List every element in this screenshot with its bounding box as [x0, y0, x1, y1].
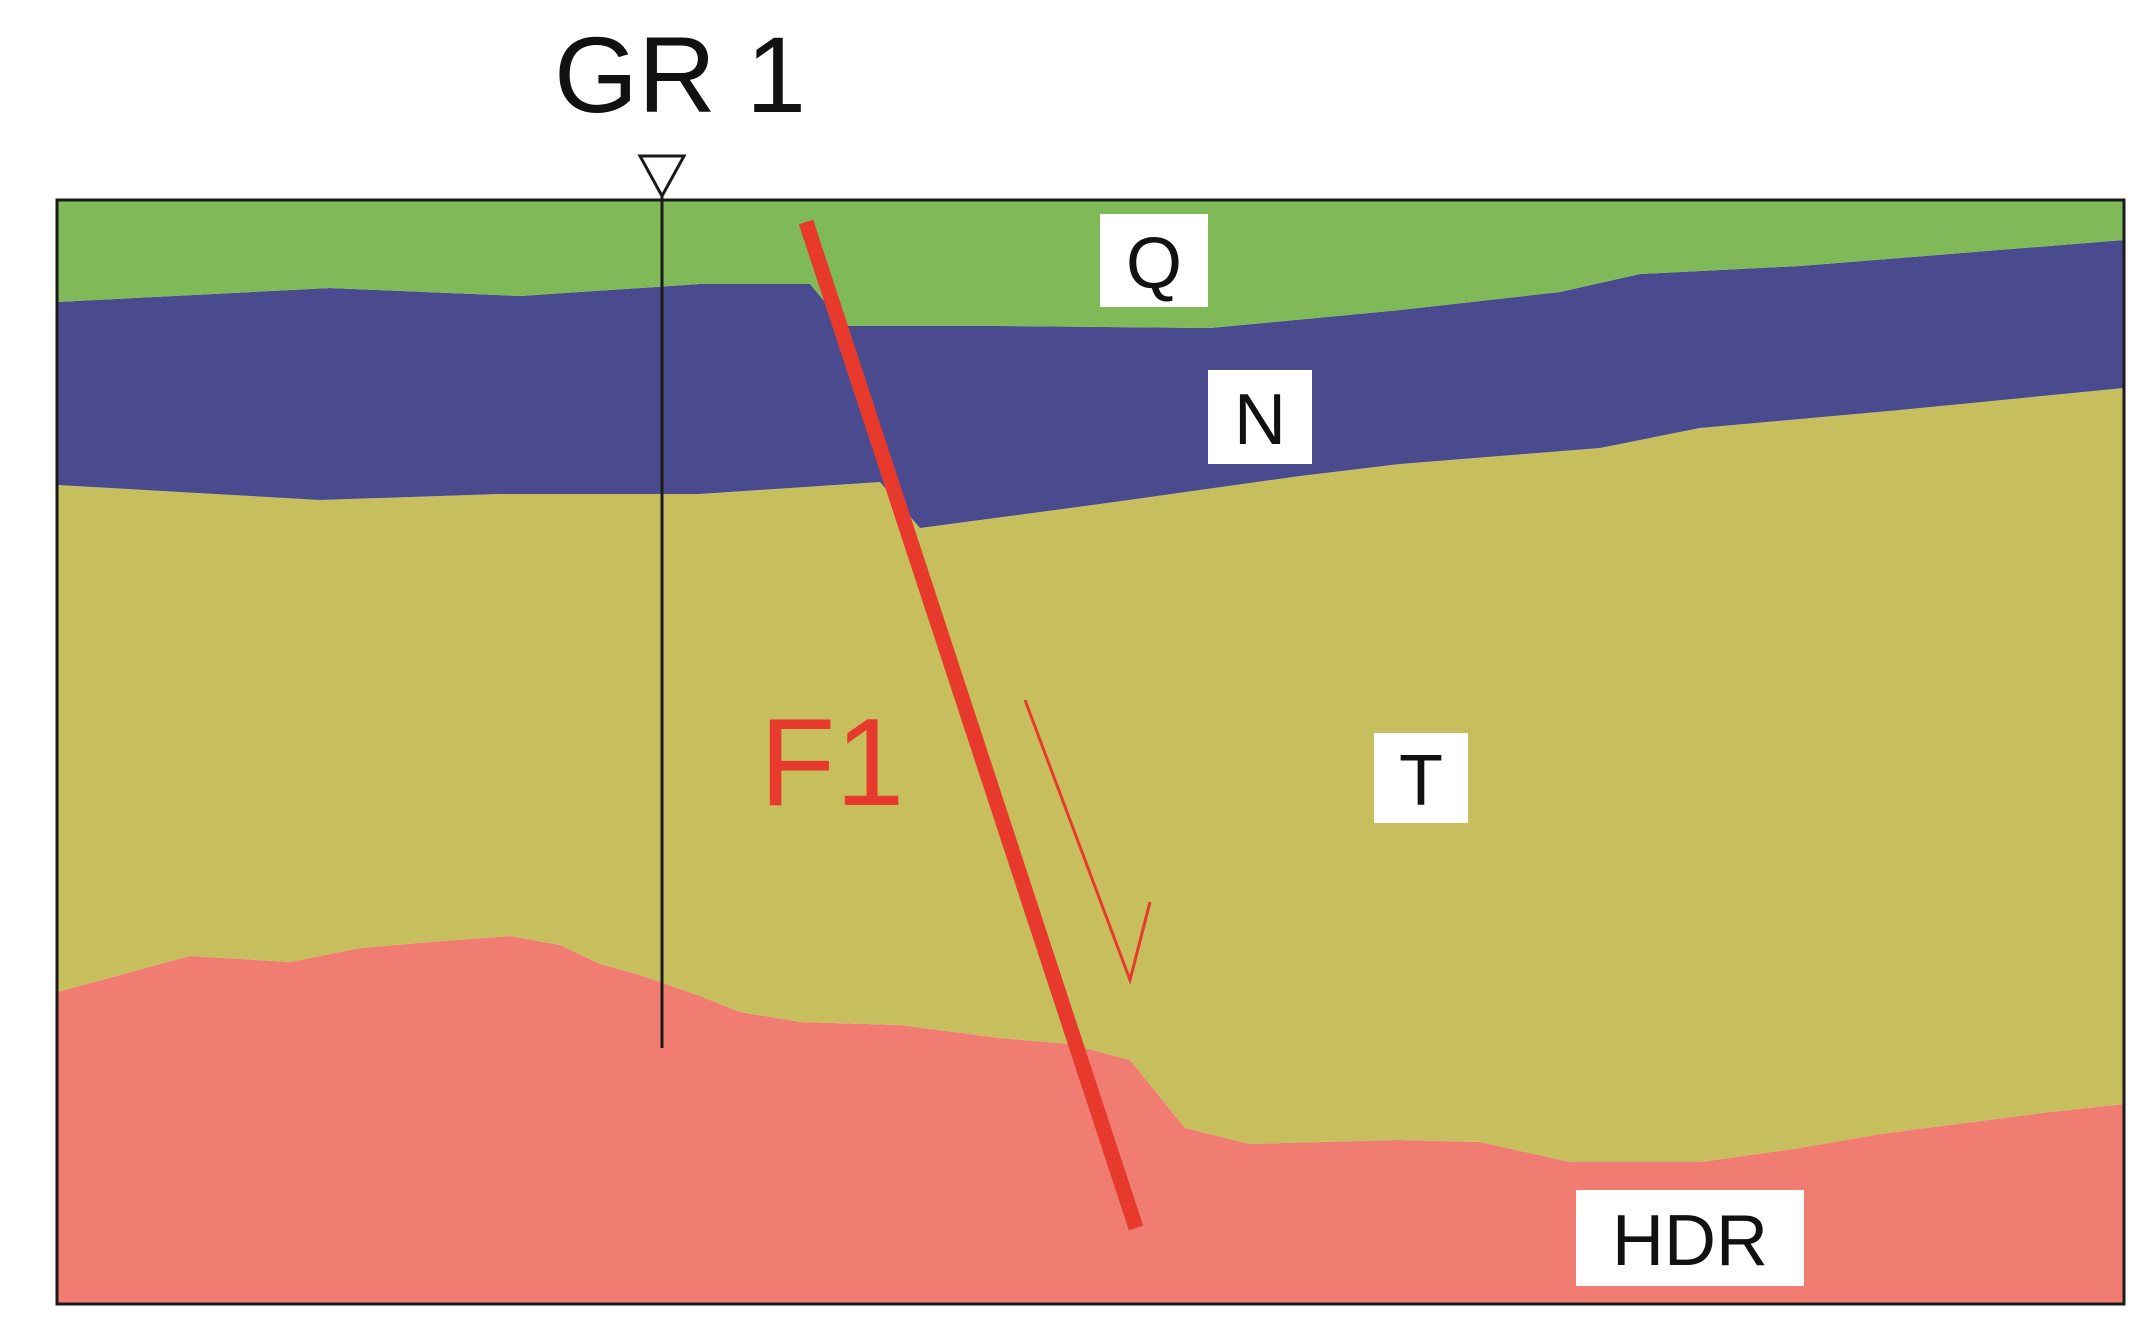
- label-box: [1208, 370, 1312, 464]
- layer-code: HDR: [1612, 1201, 1768, 1281]
- label-box: [1576, 1190, 1804, 1286]
- layer-code: N: [1234, 380, 1286, 460]
- well-head-triangle-icon: [637, 154, 687, 200]
- fault-movement-arrow-icon: [1023, 699, 1152, 985]
- layer-q: [57, 200, 2124, 328]
- section-frame: [55, 198, 2126, 1306]
- layer-t: [57, 388, 2124, 1162]
- layer-label-hdr: HDR: [1576, 1190, 1804, 1286]
- fault-line: [798, 219, 1144, 1231]
- label-box: [1100, 214, 1208, 307]
- fault-label: F1: [760, 694, 905, 832]
- well-label: GR 1: [554, 14, 806, 135]
- layer-label-n: N: [1208, 370, 1312, 464]
- label-box: [1374, 733, 1468, 823]
- layer-code: Q: [1126, 224, 1182, 304]
- layer-label-q: Q: [1100, 214, 1208, 307]
- layer-label-t: T: [1374, 733, 1468, 823]
- layer-code: T: [1399, 741, 1443, 821]
- layer-n: [57, 240, 2124, 528]
